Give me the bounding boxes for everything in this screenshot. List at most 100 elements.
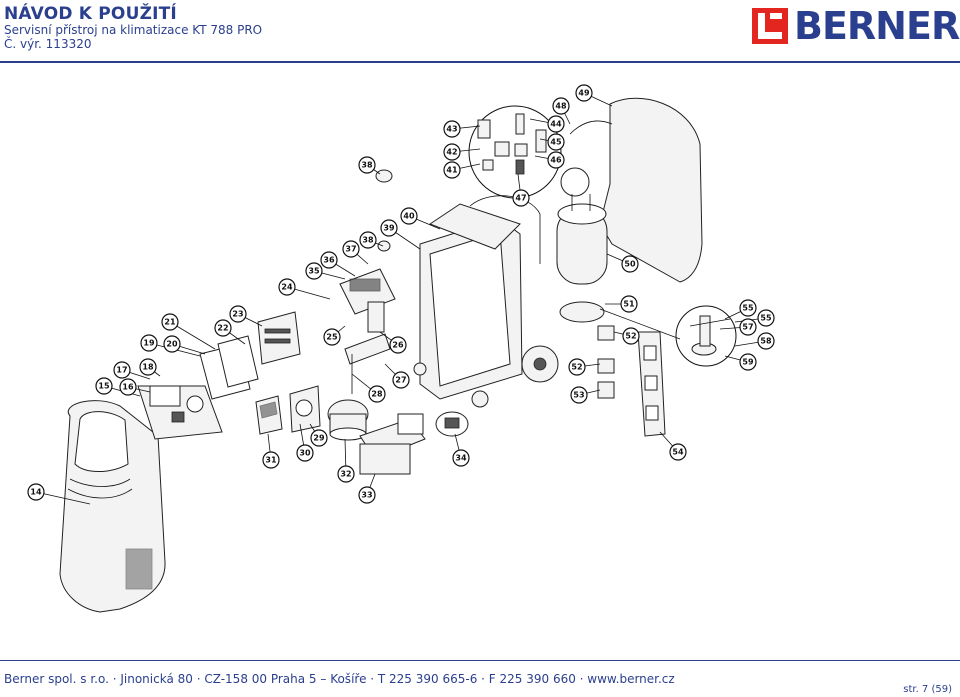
front-cover-part <box>59 400 166 613</box>
callout-circle <box>368 385 386 403</box>
callout-leader-line <box>35 491 91 505</box>
control-panel-part <box>137 385 223 440</box>
callout-circle <box>547 151 565 169</box>
compressor-part <box>327 399 369 441</box>
vacuum-gauge-part <box>289 385 321 433</box>
page-number: str. 7 (59) <box>903 684 952 695</box>
callout-number-41: 41 <box>446 166 458 175</box>
callout-number-22: 22 <box>217 324 228 333</box>
callout-number-50: 50 <box>624 260 636 269</box>
callout-circle <box>443 143 461 161</box>
callout-number-51: 51 <box>623 300 635 309</box>
callout-circle <box>570 386 588 404</box>
callout-circle <box>95 377 113 395</box>
callout-number-25: 25 <box>326 333 338 342</box>
keypad-part <box>255 395 283 435</box>
valve-detail-circle <box>468 105 562 199</box>
callout-circle <box>358 486 376 504</box>
callout-number-32: 32 <box>340 470 351 479</box>
callout-circle <box>757 332 775 350</box>
callout-circle <box>358 156 376 174</box>
company-footer: Berner spol. s r.o. · Jinonická 80 · CZ-… <box>4 672 675 686</box>
callout-number-29: 29 <box>313 434 325 443</box>
callout-circle <box>621 255 639 273</box>
callout-number-39: 39 <box>383 224 395 233</box>
callout-number-59: 59 <box>742 358 754 367</box>
document-title: NÁVOD K POUŽITÍ <box>4 4 177 24</box>
callout-circle <box>337 465 355 483</box>
callout-number-16: 16 <box>122 383 134 392</box>
callout-number-36: 36 <box>323 256 335 265</box>
callout-circle <box>552 97 570 115</box>
callout-circle <box>139 358 157 376</box>
callout-circle <box>512 189 530 207</box>
callout-number-30: 30 <box>299 449 311 458</box>
callout-number-52: 52 <box>571 363 582 372</box>
callout-circle <box>262 451 280 469</box>
side-cover-part <box>569 97 703 283</box>
callout-number-27: 27 <box>395 376 406 385</box>
callout-circle <box>119 378 137 396</box>
callout-number-35: 35 <box>308 267 320 276</box>
callout-number-44: 44 <box>550 120 562 129</box>
logo-wordmark: BERNER <box>794 4 960 48</box>
callout-circle <box>389 336 407 354</box>
callout-number-45: 45 <box>550 138 562 147</box>
header-rule <box>0 61 960 63</box>
callout-circle <box>229 305 247 323</box>
callout-circle <box>392 371 410 389</box>
callout-number-49: 49 <box>578 89 590 98</box>
callout-circle <box>359 231 377 249</box>
sensor-parts <box>597 325 615 399</box>
callout-number-15: 15 <box>98 382 110 391</box>
page-header: NÁVOD K POUŽITÍ Servisní přístroj na kli… <box>0 0 960 62</box>
callout-circle <box>568 358 586 376</box>
callout-number-26: 26 <box>392 341 404 350</box>
callout-number-57: 57 <box>742 323 753 332</box>
callout-circle <box>305 262 323 280</box>
callout-circle <box>739 299 757 317</box>
callout-circle <box>214 319 232 337</box>
callout-number-20: 20 <box>166 340 178 349</box>
callout-number-33: 33 <box>361 491 372 500</box>
callout-circle <box>342 240 360 258</box>
footer-rule <box>0 660 960 661</box>
callout-number-42: 42 <box>446 148 457 157</box>
callout-number-55: 55 <box>760 314 772 323</box>
callout-circle <box>163 335 181 353</box>
callout-number-38: 38 <box>361 161 373 170</box>
fitting-part <box>375 169 393 252</box>
callout-number-14: 14 <box>30 488 42 497</box>
callout-circle <box>161 313 179 331</box>
callout-circle <box>739 353 757 371</box>
callout-circle <box>622 327 640 345</box>
product-number: Č. výr. 113320 <box>4 37 92 51</box>
callout-circle <box>575 84 593 102</box>
callout-number-23: 23 <box>232 310 243 319</box>
scale-platform-part <box>559 301 681 340</box>
callout-circle <box>400 207 418 225</box>
callout-number-24: 24 <box>281 283 293 292</box>
callout-number-46: 46 <box>550 156 562 165</box>
callout-number-31: 31 <box>265 456 277 465</box>
callout-circle <box>296 444 314 462</box>
document-subtitle: Servisní přístroj na klimatizace KT 788 … <box>4 23 263 37</box>
vacuum-pump-part <box>359 413 426 475</box>
callout-number-52: 52 <box>625 332 636 341</box>
callout-number-34: 34 <box>455 454 467 463</box>
callout-circle <box>380 219 398 237</box>
callout-number-48: 48 <box>555 102 567 111</box>
refrigerant-tank-part <box>556 167 608 285</box>
load-cell-detail-circle <box>675 305 737 367</box>
callout-number-28: 28 <box>371 390 383 399</box>
callout-circle <box>452 449 470 467</box>
callout-circle <box>547 115 565 133</box>
callout-circle <box>443 120 461 138</box>
callout-number-43: 43 <box>446 125 457 134</box>
callout-circle <box>27 483 45 501</box>
hose-coupler-part <box>435 411 469 437</box>
callout-circle <box>323 328 341 346</box>
callout-number-19: 19 <box>143 339 155 348</box>
callout-number-47: 47 <box>515 194 526 203</box>
